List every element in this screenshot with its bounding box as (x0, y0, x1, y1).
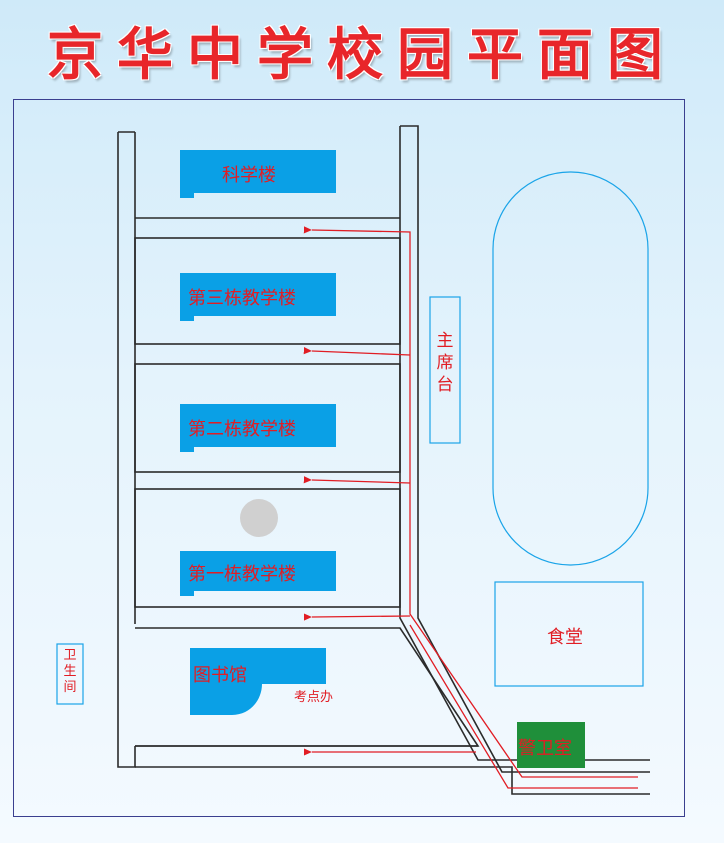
building-blocks (180, 150, 336, 715)
science-building-label: 科学楼 (222, 165, 276, 186)
exam-office-label: 考点办 (294, 690, 334, 705)
gray-dot (240, 499, 278, 537)
running-track (492, 171, 649, 566)
building1-label: 第一栋教学楼 (188, 564, 296, 585)
canteen-label: 食堂 (547, 627, 583, 648)
left-corridor-outer (117, 132, 136, 768)
canteen-outline (494, 581, 644, 687)
guard-room-block (517, 722, 585, 768)
building3-block (180, 273, 336, 321)
map-frame (13, 99, 685, 817)
road-outlines (56, 125, 650, 795)
toilet-label: 卫生间 (63, 648, 77, 695)
guard-room-label: 警卫室 (518, 738, 572, 759)
compartment-3 (134, 237, 401, 345)
building3-label: 第三栋教学楼 (188, 288, 296, 309)
library-block (190, 648, 326, 715)
compartment-2 (134, 363, 401, 473)
science-building-block (180, 150, 336, 198)
building1-block (180, 551, 336, 596)
route-arrows (303, 226, 638, 789)
map-title: 京华中学校园平面图 (47, 22, 677, 88)
toilet-outline (56, 643, 84, 705)
rostrum-label: 主席台 (436, 331, 454, 395)
library-label: 图书馆 (193, 665, 247, 686)
building2-block (180, 404, 336, 452)
rostrum-outline (429, 296, 461, 444)
compartment-1 (134, 488, 401, 608)
building2-label: 第二栋教学楼 (188, 419, 296, 440)
